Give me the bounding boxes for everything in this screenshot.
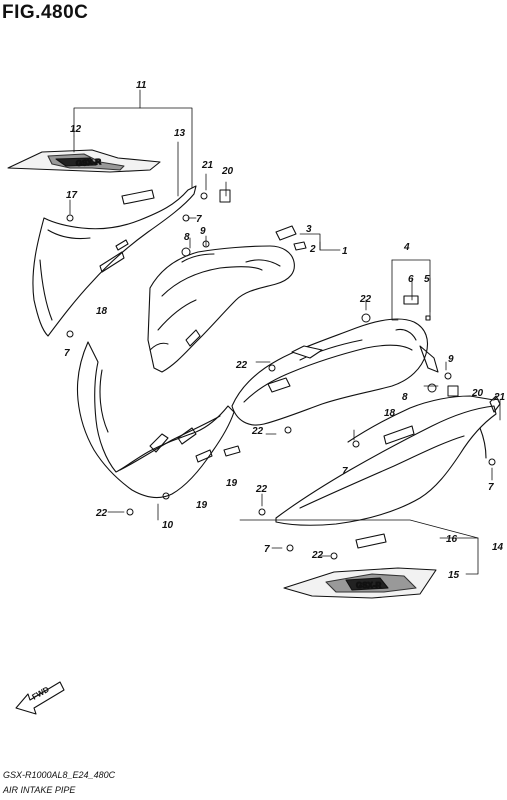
callout-10: 10 [162, 520, 174, 531]
callout-1: 1 [342, 246, 348, 257]
callout-9: 9 [448, 354, 454, 365]
callout-12: 12 [70, 124, 82, 135]
callout-7: 7 [488, 482, 494, 493]
callout-16: 16 [446, 534, 458, 545]
left-upper-cover [32, 185, 197, 337]
sticker-19a [195, 449, 213, 463]
seal-6 [403, 295, 419, 305]
callout-22: 22 [95, 508, 108, 519]
callout-9: 9 [200, 226, 206, 237]
callout-8: 8 [402, 392, 408, 403]
decal-lower-right: GSX-R [283, 567, 437, 599]
sticker-16 [355, 533, 387, 549]
callout-7: 7 [342, 466, 348, 477]
callout-22: 22 [251, 426, 264, 437]
callout-19: 19 [226, 478, 238, 489]
sticker-13 [121, 189, 155, 205]
callout-8: 8 [184, 232, 190, 243]
callout-17: 17 [66, 190, 78, 201]
intake-duct-center [147, 225, 307, 373]
callout-20: 20 [471, 388, 484, 399]
callout-7: 7 [64, 348, 70, 359]
fwd-arrow-icon [15, 681, 65, 715]
callout-5: 5 [424, 274, 430, 285]
figure-code: GSX-R1000AL8_E24_480C [3, 770, 116, 780]
callout-22: 22 [255, 484, 268, 495]
decal-upper-left: GSX-R [7, 149, 161, 173]
left-lower-cover [76, 341, 241, 499]
callout-18: 18 [96, 306, 108, 317]
callout-15: 15 [448, 570, 460, 581]
callout-6: 6 [408, 274, 414, 285]
callout-11: 11 [136, 80, 147, 91]
callout-22: 22 [311, 550, 324, 561]
callout-19: 19 [196, 500, 208, 511]
callout-3: 3 [306, 224, 312, 235]
callout-22: 22 [235, 360, 248, 371]
fasteners [66, 189, 496, 560]
figure-title: FIG.480C [2, 2, 89, 23]
figure-description: AIR INTAKE PIPE [3, 785, 76, 795]
seal-2 [293, 241, 307, 251]
sticker-19b [223, 445, 241, 457]
callout-22: 22 [359, 294, 372, 305]
callout-7: 7 [264, 544, 270, 555]
callout-20: 20 [221, 166, 234, 177]
intake-duct-right [231, 295, 439, 426]
sticker-18-lower [383, 425, 415, 445]
callout-14: 14 [492, 542, 504, 553]
callout-18: 18 [384, 408, 396, 419]
decal-upper-text: GSX-R [76, 157, 102, 168]
callout-21: 21 [493, 392, 506, 403]
sticker-18-upper [99, 251, 125, 273]
callout-13: 13 [174, 128, 186, 139]
decal-lower-text: GSX-R [356, 581, 382, 590]
callout-21: 21 [201, 160, 214, 171]
seal-3 [275, 225, 297, 241]
callout-7: 7 [196, 214, 202, 225]
right-lower-cover [275, 395, 497, 549]
leader-lines [69, 89, 501, 575]
callout-2: 2 [309, 244, 316, 255]
callout-4: 4 [403, 242, 410, 253]
